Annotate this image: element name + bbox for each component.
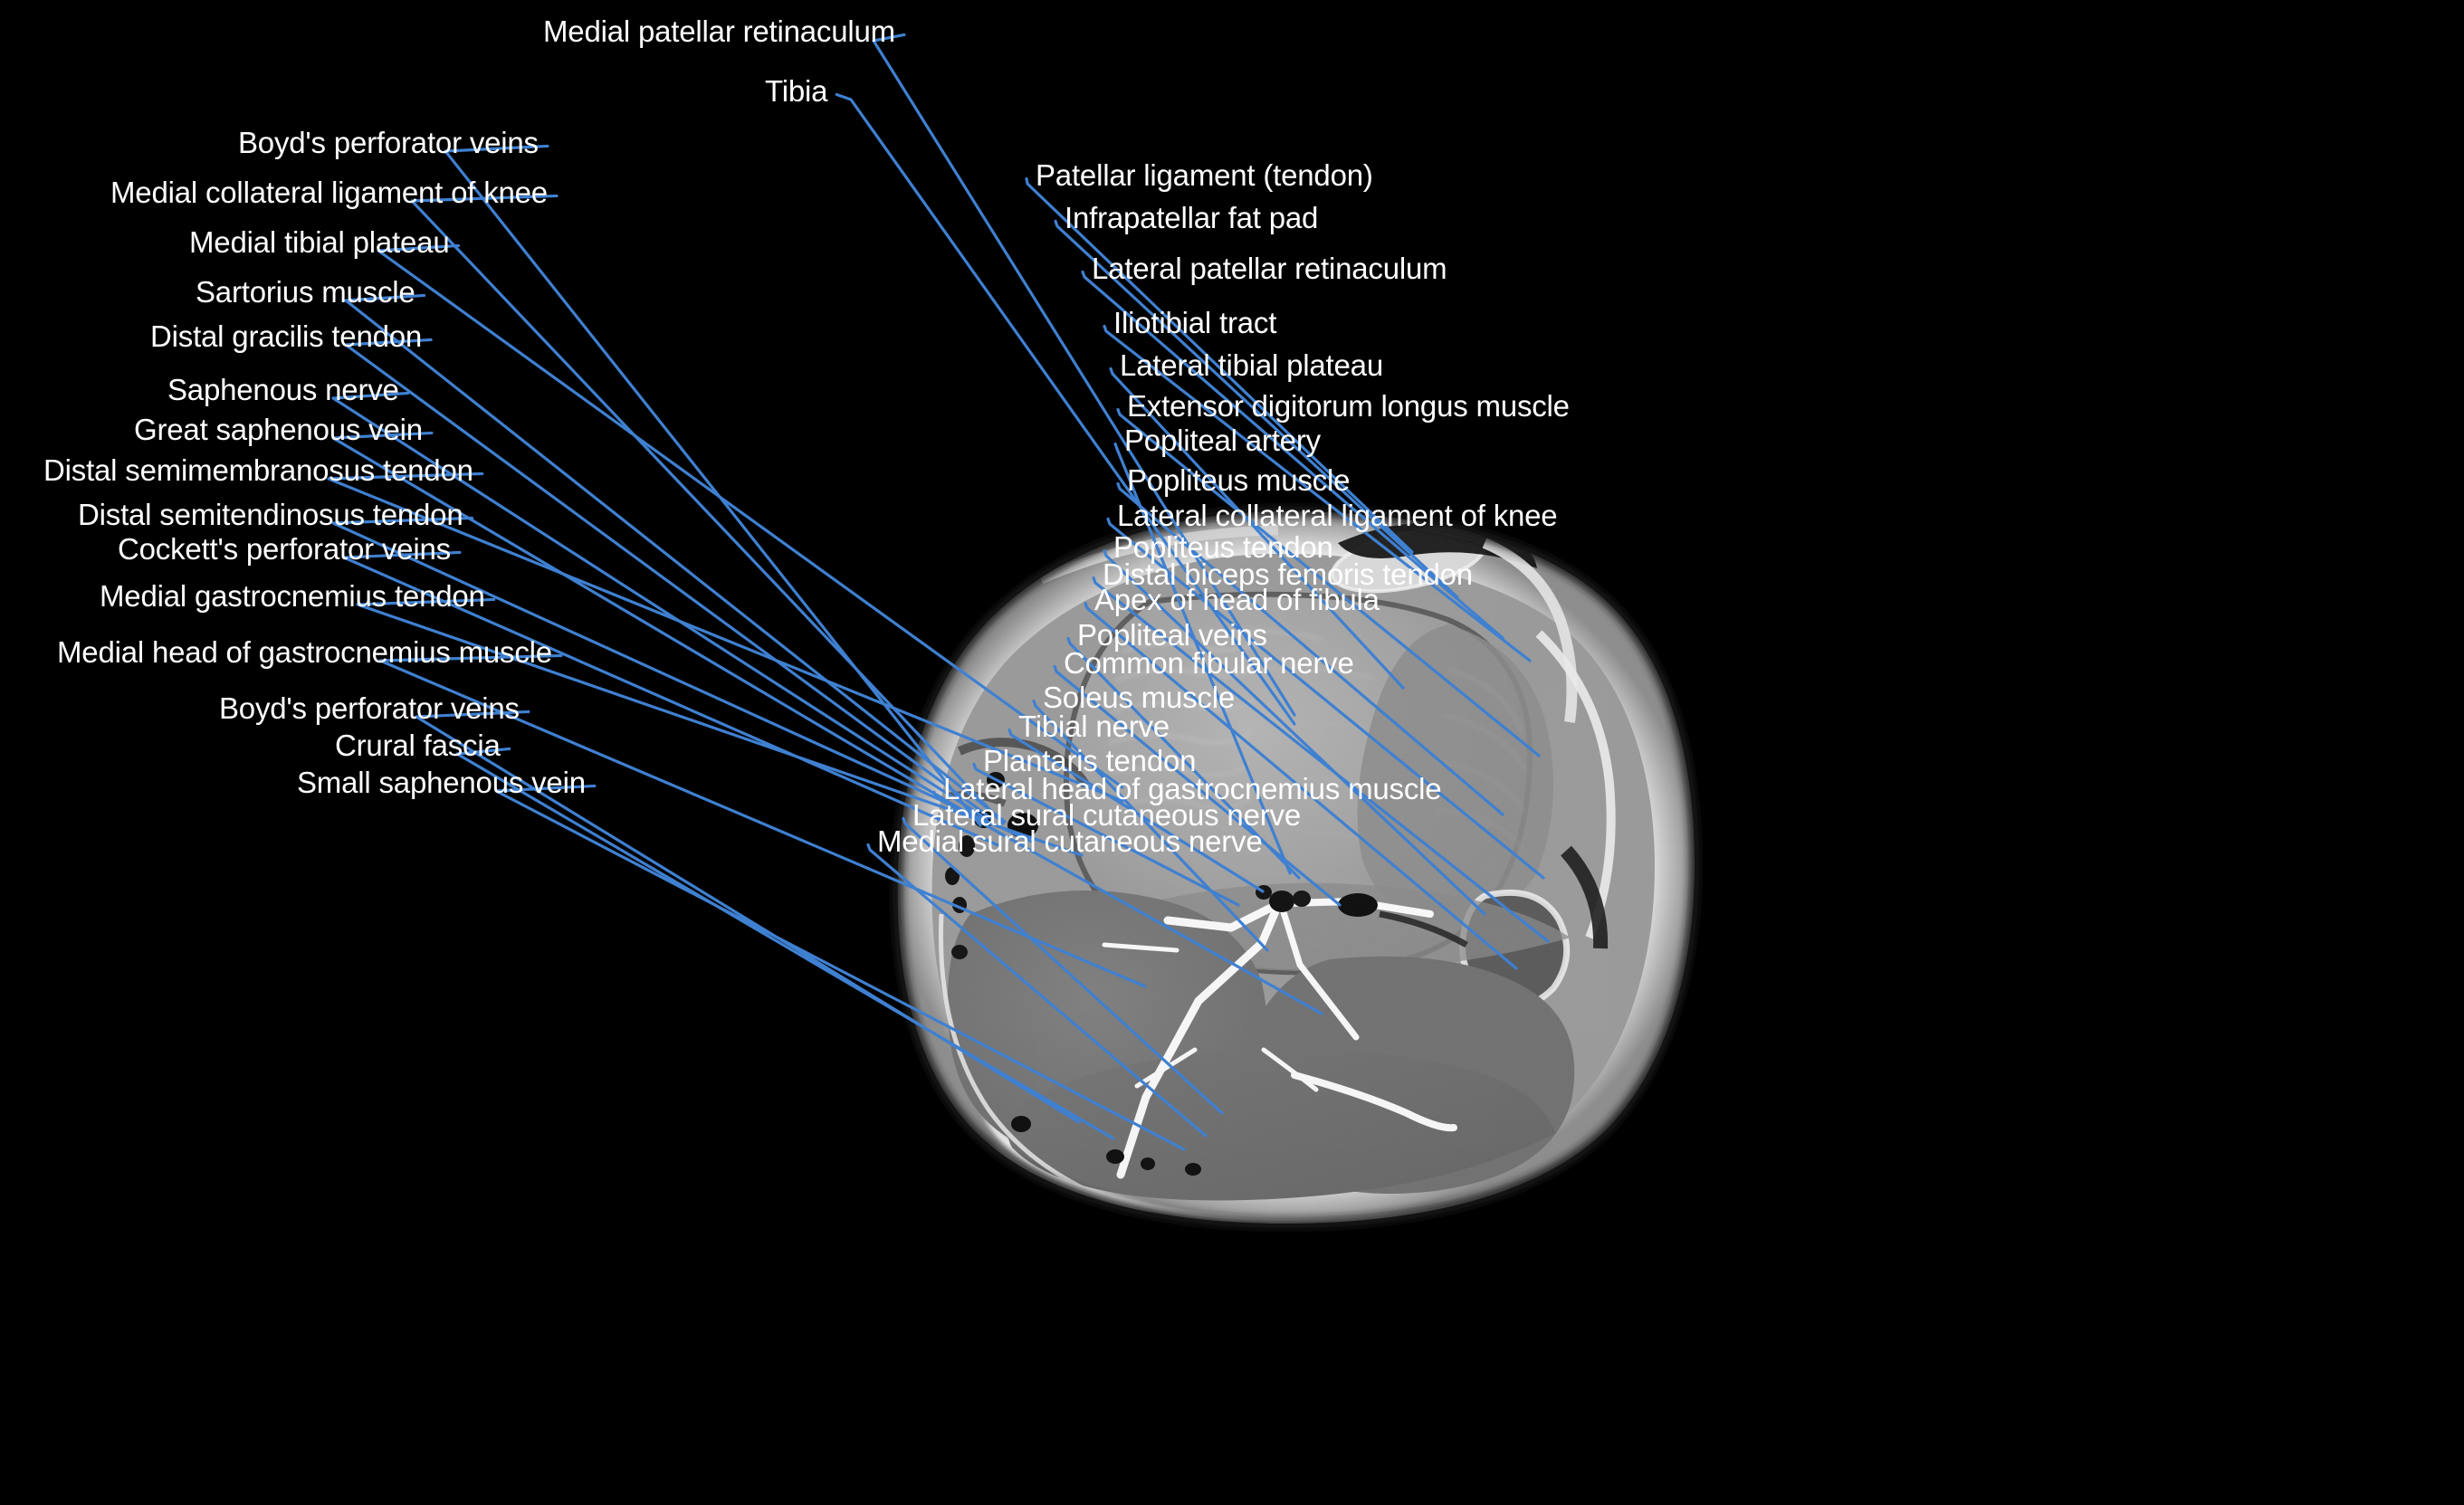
label-infrapatellar-fat-pad: Infrapatellar fat pad — [1065, 201, 1319, 234]
label-popliteal-veins: Popliteal veins — [1077, 618, 1267, 652]
leader-plantaris-tendon — [972, 762, 1240, 907]
leader-lines — [327, 33, 1550, 1151]
label-extensor-digitorum-longus-muscle: Extensor digitorum longus muscle — [1127, 389, 1570, 423]
leader-common-fibular-nerve — [1053, 664, 1342, 907]
leader-great-saphenous-vein — [331, 431, 984, 824]
leader-medial-sural-cutaneous-nerve — [866, 843, 1208, 1138]
label-distal-semimembranosus-tendon: Distal semimembranosus tendon — [43, 453, 473, 487]
leader-infrapatellar-fat-pad — [1054, 219, 1459, 599]
label-medial-head-of-gastrocnemius-muscle: Medial head of gastrocnemius muscle — [57, 635, 552, 669]
leader-medial-patellar-retinaculum — [872, 33, 1296, 717]
label-sartorius-muscle: Sartorius muscle — [196, 275, 415, 309]
label-lateral-patellar-retinaculum: Lateral patellar retinaculum — [1092, 252, 1447, 285]
label-saphenous-nerve: Saphenous nerve — [167, 373, 399, 406]
leader-tibia — [835, 92, 1296, 726]
leader-popliteus-muscle — [1116, 481, 1504, 816]
leader-lateral-head-of-gastrocnemius-muscle — [932, 790, 1323, 1015]
leader-boyd-s-perforator-veins — [444, 144, 982, 827]
leader-distal-semitendinosus-tendon — [331, 516, 1034, 843]
label-medial-sural-cutaneous-nerve: Medial sural cutaneous nerve — [877, 824, 1263, 858]
leader-apex-of-head-of-fibula — [1084, 601, 1518, 970]
leader-saphenous-nerve — [331, 391, 988, 821]
leader-patellar-ligament-tendon — [1025, 176, 1414, 554]
leader-medial-gastrocnemius-tendon — [356, 597, 1084, 857]
label-small-saphenous-vein: Small saphenous vein — [297, 766, 586, 799]
leader-small-saphenous-vein — [494, 784, 1186, 1151]
label-medial-collateral-ligament-of-knee: Medial collateral ligament of knee — [110, 176, 548, 209]
label-iliotibial-tract: Iliotibial tract — [1113, 306, 1277, 339]
label-medial-gastrocnemius-tendon: Medial gastrocnemius tendon — [100, 579, 485, 613]
label-soleus-muscle: Soleus muscle — [1043, 681, 1235, 714]
label-tibia: Tibia — [765, 74, 828, 108]
leader-medial-tibial-plateau — [377, 243, 1124, 789]
label-medial-patellar-retinaculum: Medial patellar retinaculum — [543, 14, 895, 48]
label-common-fibular-nerve: Common fibular nerve — [1064, 646, 1354, 680]
label-popliteus-muscle: Popliteus muscle — [1127, 463, 1351, 497]
label-great-saphenous-vein: Great saphenous vein — [134, 413, 423, 446]
label-boyd-s-perforator-veins: Boyd's perforator veins — [238, 126, 539, 159]
leader-popliteal-veins — [1066, 636, 1301, 880]
leader-tibial-nerve — [1008, 728, 1265, 893]
leader-soleus-muscle — [1032, 699, 1269, 952]
label-popliteus-tendon: Popliteus tendon — [1113, 530, 1333, 564]
leader-crural-fascia — [455, 747, 1115, 1140]
label-plantaris-tendon: Plantaris tendon — [983, 744, 1197, 777]
leader-popliteus-tendon — [1103, 548, 1486, 916]
leader-iliotibial-tract — [1103, 324, 1532, 662]
leader-lateral-tibial-plateau — [1109, 367, 1405, 690]
leader-extensor-digitorum-longus-muscle — [1116, 407, 1541, 757]
label-cockett-s-perforator-veins: Cockett's perforator veins — [118, 532, 451, 566]
label-distal-semitendinosus-tendon: Distal semitendinosus tendon — [78, 498, 463, 531]
leader-sartorius-muscle — [344, 293, 1007, 824]
leader-lateral-patellar-retinaculum — [1081, 270, 1504, 640]
leader-medial-collateral-ligament-of-knee — [410, 194, 1005, 825]
label-lateral-head-of-gastrocnemius-muscle: Lateral head of gastrocnemius muscle — [943, 772, 1442, 805]
label-crural-fascia: Crural fascia — [335, 729, 501, 762]
label-lateral-sural-cutaneous-nerve: Lateral sural cutaneous nerve — [912, 798, 1301, 832]
label-lateral-tibial-plateau: Lateral tibial plateau — [1120, 348, 1383, 382]
label-patellar-ligament-tendon: Patellar ligament (tendon) — [1036, 158, 1373, 192]
label-distal-gracilis-tendon: Distal gracilis tendon — [150, 319, 423, 353]
leader-medial-head-of-gastrocnemius-muscle — [378, 653, 1147, 988]
label-popliteal-artery: Popliteal artery — [1124, 424, 1321, 457]
label-medial-tibial-plateau: Medial tibial plateau — [189, 225, 450, 259]
leader-lateral-sural-cutaneous-nerve — [902, 816, 1224, 1115]
label-distal-biceps-femoris-tendon: Distal biceps femoris tendon — [1103, 557, 1473, 591]
leader-distal-semimembranosus-tendon — [327, 472, 1124, 803]
label-tibial-nerve: Tibial nerve — [1018, 710, 1170, 743]
leader-lateral-collateral-ligament-of-knee — [1106, 517, 1545, 880]
leader-distal-biceps-femoris-tendon — [1092, 576, 1550, 943]
label-apex-of-head-of-fibula: Apex of head of fibula — [1094, 583, 1380, 616]
leader-boyd-s-perforator-veins — [415, 710, 1081, 1124]
label-lateral-collateral-ligament-of-knee: Lateral collateral ligament of knee — [1117, 499, 1558, 532]
label-boyd-s-perforator-veins: Boyd's perforator veins — [219, 691, 520, 725]
